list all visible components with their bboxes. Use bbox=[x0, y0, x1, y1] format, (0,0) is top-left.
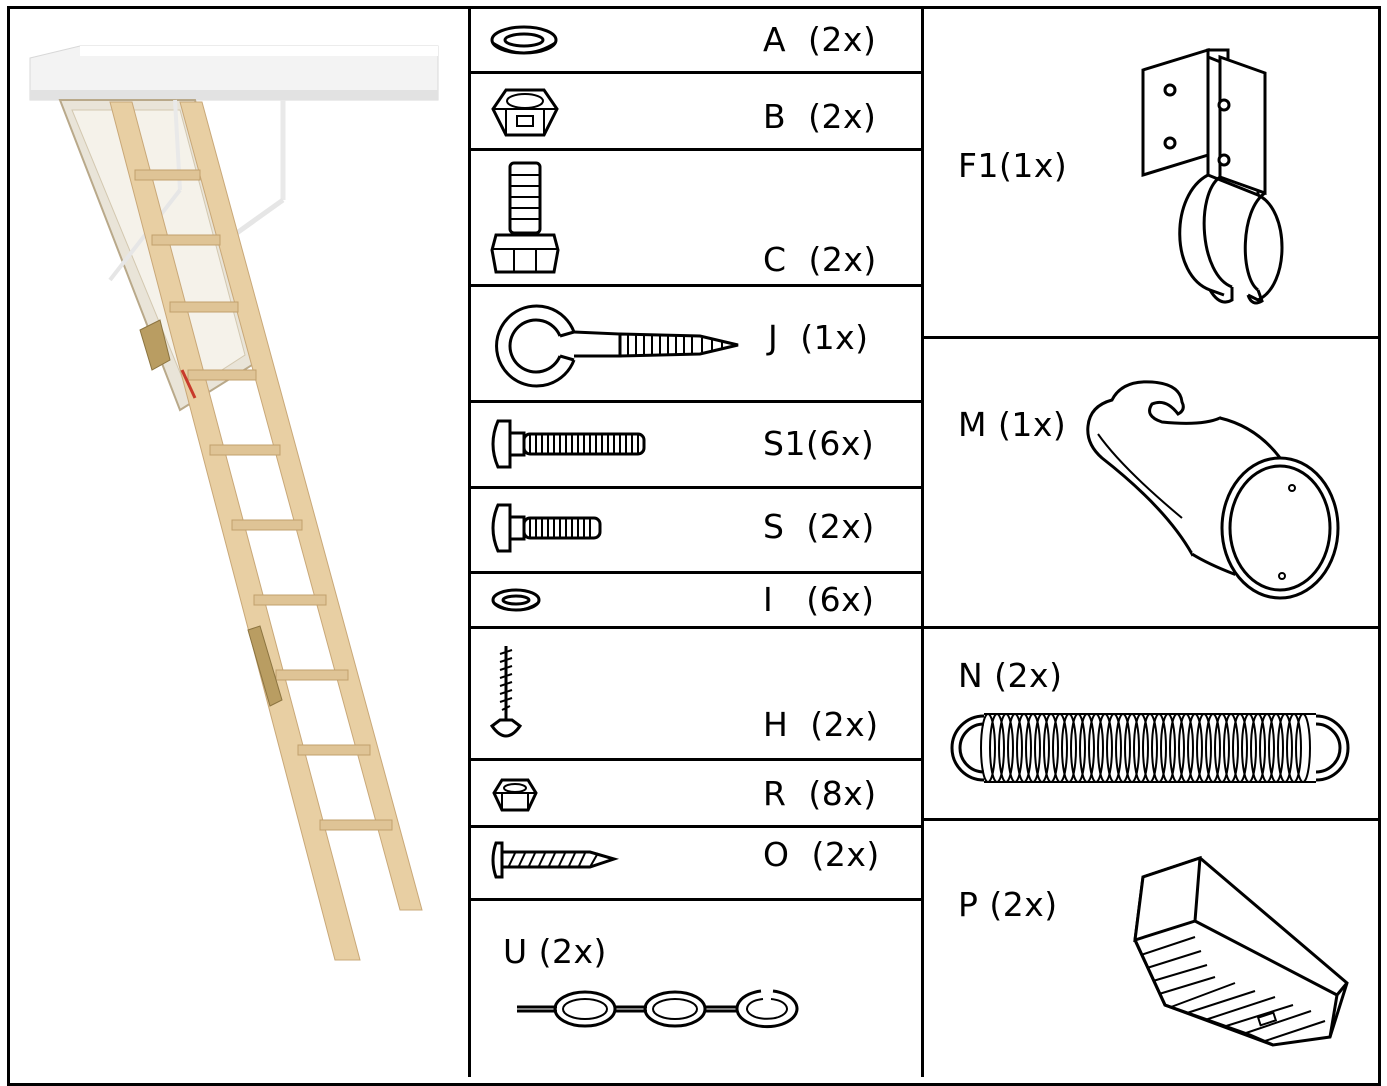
spring-coil bbox=[1296, 714, 1310, 782]
countersunk-wood-screw-icon bbox=[488, 642, 524, 746]
pipe-bracket-icon bbox=[1140, 45, 1310, 315]
tension-spring-icon bbox=[948, 708, 1352, 788]
row-divider bbox=[921, 818, 1381, 821]
eye-screw-icon bbox=[490, 300, 740, 390]
row-divider bbox=[468, 71, 924, 74]
part-label-h: H (2x) bbox=[763, 705, 879, 744]
flat-washer-icon bbox=[490, 25, 558, 57]
part-label-i: I (6x) bbox=[763, 580, 875, 619]
row-divider bbox=[921, 336, 1381, 339]
attic-ladder-photo bbox=[20, 30, 460, 970]
part-label-c: C (2x) bbox=[763, 240, 877, 279]
row-divider bbox=[468, 898, 924, 901]
hex-nut-icon bbox=[491, 87, 559, 139]
part-label-o: O (2x) bbox=[763, 835, 880, 874]
row-divider bbox=[468, 626, 924, 629]
part-label-s1: S1(6x) bbox=[763, 424, 875, 463]
column-divider-left bbox=[468, 6, 471, 1077]
hook-handle-icon bbox=[1082, 378, 1344, 603]
row-divider bbox=[468, 758, 924, 761]
row-divider bbox=[468, 284, 924, 287]
part-label-s: S (2x) bbox=[763, 507, 875, 546]
part-label-n: N (2x) bbox=[958, 656, 1063, 695]
part-label-a: A (2x) bbox=[763, 20, 877, 59]
row-divider bbox=[468, 571, 924, 574]
part-label-f1: F1(1x) bbox=[958, 146, 1068, 185]
part-label-r: R (8x) bbox=[763, 774, 877, 813]
row-divider bbox=[468, 825, 924, 828]
chain-icon bbox=[515, 985, 805, 1031]
row-divider bbox=[921, 626, 1381, 629]
pan-head-screw-icon bbox=[490, 840, 616, 880]
column-divider-right bbox=[921, 6, 924, 1077]
row-divider bbox=[468, 400, 924, 403]
row-divider bbox=[468, 148, 924, 151]
small-hex-nut-icon bbox=[492, 778, 538, 812]
part-label-b: B (2x) bbox=[763, 97, 877, 136]
row-divider bbox=[468, 486, 924, 489]
long-carriage-bolt-icon bbox=[490, 418, 650, 470]
part-label-p: P (2x) bbox=[958, 885, 1058, 924]
short-carriage-bolt-icon bbox=[490, 502, 606, 554]
part-label-j: J (1x) bbox=[768, 318, 869, 357]
rubber-foot-icon bbox=[1125, 855, 1365, 1050]
part-label-m: M (1x) bbox=[958, 405, 1067, 444]
part-label-u: U (2x) bbox=[503, 932, 607, 971]
small-washer-icon bbox=[491, 588, 541, 614]
hex-bolt-icon bbox=[490, 160, 560, 278]
